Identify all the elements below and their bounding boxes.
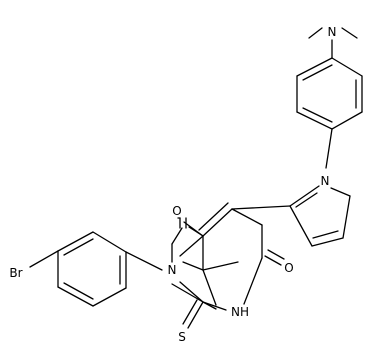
bond xyxy=(183,221,204,237)
atom-label-o-top: O xyxy=(172,204,181,218)
bond xyxy=(308,27,323,39)
bond xyxy=(57,231,94,252)
atom-label-n-ring: N xyxy=(168,263,177,277)
atom-label-nh: NH xyxy=(231,305,249,319)
atom-labels: N N O O N NH Br S xyxy=(9,25,336,344)
bond xyxy=(63,238,94,256)
bond xyxy=(231,205,291,210)
bond xyxy=(330,187,351,197)
bond xyxy=(179,235,204,257)
bond xyxy=(342,195,351,239)
bond xyxy=(302,64,333,81)
bond xyxy=(92,231,127,253)
bond xyxy=(171,227,183,245)
bond xyxy=(202,261,239,271)
bond xyxy=(179,281,204,303)
bond xyxy=(267,249,285,260)
atom-label-o-right: O xyxy=(284,261,293,275)
atom-label-n-pyrrole: N xyxy=(321,174,330,188)
bond xyxy=(57,286,94,307)
bond xyxy=(92,287,127,307)
bond xyxy=(202,269,217,306)
bond xyxy=(171,283,204,303)
bond xyxy=(63,282,94,300)
bond xyxy=(187,301,204,329)
bond xyxy=(264,255,282,266)
bonds xyxy=(29,27,363,329)
bond xyxy=(182,261,204,271)
bond xyxy=(296,111,333,130)
bond xyxy=(231,208,263,226)
bond xyxy=(296,57,333,77)
bond xyxy=(331,57,363,77)
bond xyxy=(311,237,344,247)
atom-label-br: Br xyxy=(9,266,22,280)
bond xyxy=(182,299,198,325)
bond xyxy=(331,111,363,130)
bond xyxy=(202,208,233,237)
bond xyxy=(302,107,333,123)
atom-label-n-dimethyl: N xyxy=(328,25,337,39)
bond xyxy=(325,128,333,169)
bond xyxy=(202,301,227,311)
bond xyxy=(341,27,358,39)
bond xyxy=(289,205,313,247)
bond xyxy=(295,192,318,208)
bond xyxy=(125,251,163,271)
bond xyxy=(312,230,339,239)
bond xyxy=(198,202,229,231)
bond xyxy=(289,185,320,207)
bond xyxy=(243,257,263,305)
bond xyxy=(29,250,59,268)
atom-label-s: S xyxy=(178,330,186,344)
